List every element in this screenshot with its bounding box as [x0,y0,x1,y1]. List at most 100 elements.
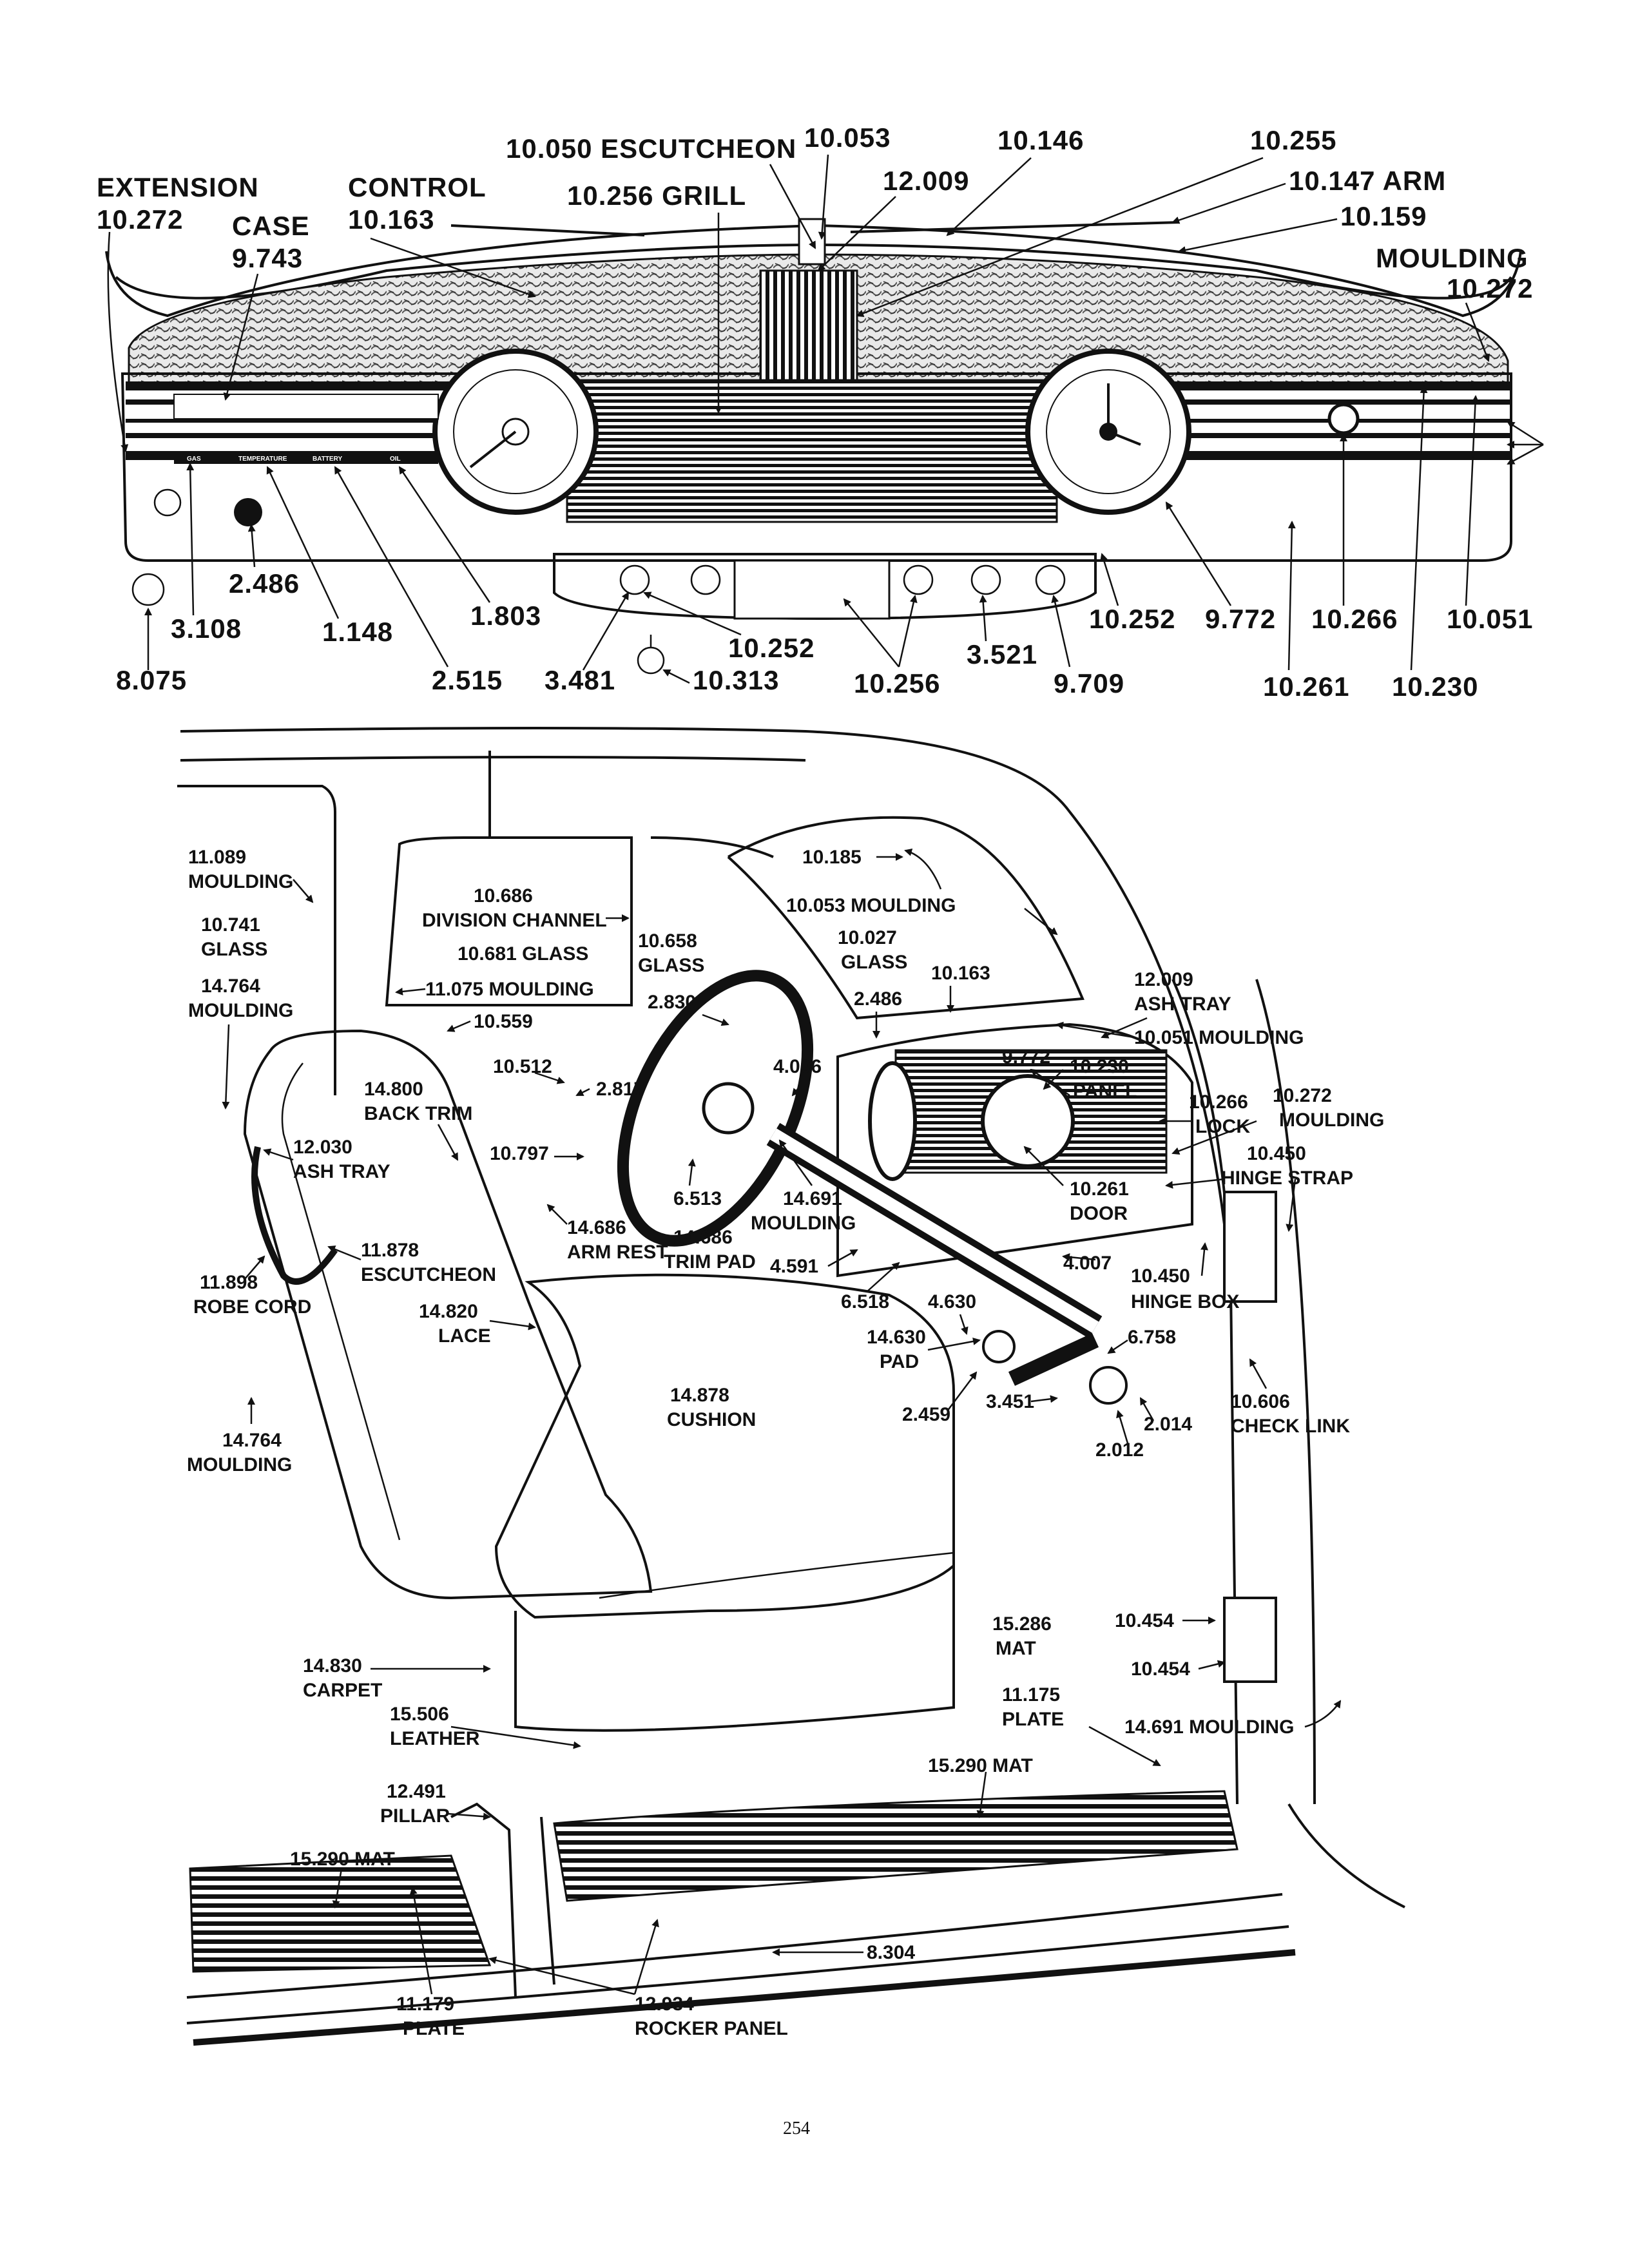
label-10266: 10.266 [1311,604,1398,634]
label-4591: 4.591 [770,1256,818,1277]
label-10256-grill: 10.256 GRILL [567,180,746,211]
label-case-num: 9.743 [232,243,303,273]
label-14830-desc: CARPET [303,1680,382,1701]
label-10454b: 10.454 [1131,1658,1190,1680]
label-10797: 10.797 [490,1143,549,1164]
label-10261: 10.261 [1070,1178,1129,1200]
label-9772: 9.772 [1002,1046,1050,1068]
label-12009: 12.009 [1134,969,1193,990]
label-6518: 6.518 [841,1291,889,1312]
label-10272: 10.272 [1273,1085,1332,1106]
label-15506-desc: LEATHER [390,1728,480,1749]
label-14764b: 14.764 [222,1430,282,1451]
label-11878: 11.878 [361,1240,419,1261]
label-moulding-num: 10.272 [1447,273,1533,303]
label-12491-desc: PILLAR [380,1805,450,1827]
body-callout-labels: 11.089 MOULDING 10.741 GLASS 14.764 MOUL… [187,847,1384,2039]
label-3451: 3.451 [986,1391,1034,1412]
label-10741: 10.741 [201,914,260,936]
label-14686b-desc: TRIM PAD [664,1251,756,1273]
label-15290a: 15.290 MAT [928,1755,1033,1776]
label-10741-desc: GLASS [201,939,267,960]
gauge-label-temperature: TEMPERATURE [238,456,287,463]
instrument-panel-drawing [105,218,1522,675]
label-9709: 9.709 [1054,668,1124,698]
label-11089: 11.089 [188,847,246,868]
label-15286-desc: MAT [996,1638,1036,1659]
label-15506: 15.506 [390,1704,449,1725]
gauge-label-battery: BATTERY [313,456,342,463]
label-10252-right: 10.252 [1089,604,1175,634]
label-10686-desc: DIVISION CHANNEL [422,910,607,931]
label-14878-desc: CUSHION [667,1409,756,1430]
label-11878-desc: ESCUTCHEON [361,1264,496,1285]
label-14878: 14.878 [670,1385,729,1406]
label-10450a: 10.450 [1247,1143,1306,1164]
dash-leader-lines [107,154,1544,684]
label-2515: 2.515 [432,665,503,695]
label-10255: 10.255 [1250,125,1336,155]
label-10606: 10.606 [1231,1391,1290,1412]
label-10686: 10.686 [474,885,533,907]
label-12009-top: 12.009 [883,166,969,196]
label-10658: 10.658 [638,930,697,952]
label-3521: 3.521 [967,639,1037,669]
label-control-num: 10.163 [348,204,434,235]
label-10230: 10.230 [1070,1056,1129,1077]
label-10450a-desc: HINGE STRAP [1221,1168,1353,1189]
label-extension-num: 10.272 [97,204,183,235]
label-10230-desc: PANEL [1073,1081,1137,1102]
label-14686b: 14.686 [673,1227,733,1248]
label-10266: 10.266 [1189,1091,1248,1113]
label-11089-desc: MOULDING [188,871,293,892]
label-10159: 10.159 [1340,201,1427,231]
label-14764a: 14.764 [201,975,260,997]
label-10185: 10.185 [802,847,862,868]
label-10313: 10.313 [693,665,779,695]
label-10163: 10.163 [931,963,990,984]
label-11075: 11.075 MOULDING [425,979,594,1000]
label-3108: 3.108 [171,613,242,644]
label-10261-desc: DOOR [1070,1203,1128,1224]
label-10261: 10.261 [1263,671,1349,702]
label-14764a-desc: MOULDING [188,1000,293,1021]
label-10053-top: 10.053 [804,122,891,153]
label-11898-desc: ROBE CORD [193,1296,311,1318]
label-10027-desc: GLASS [841,952,907,973]
label-14800-desc: BACK TRIM [364,1103,472,1124]
label-2486: 2.486 [229,568,300,599]
label-1803: 1.803 [470,601,541,631]
label-10252-left: 10.252 [728,633,815,663]
label-14691a: 14.691 [783,1188,842,1209]
label-11175: 11.175 [1002,1684,1060,1706]
label-6758: 6.758 [1128,1327,1176,1348]
label-moulding-word: MOULDING [1376,243,1528,273]
label-11179-desc: PLATE [403,2018,465,2039]
label-control-word: CONTROL [348,172,487,202]
label-14691a-desc: MOULDING [751,1213,856,1234]
label-4006: 4.006 [773,1056,822,1077]
label-12030-desc: ASH TRAY [293,1161,390,1182]
label-4630: 4.630 [928,1291,976,1312]
gauge-strip-labels: GAS TEMPERATURE BATTERY OIL [187,456,401,463]
label-10027: 10.027 [838,927,897,948]
label-11179: 11.179 [396,1994,454,2015]
body-leader-lines [222,848,1342,1995]
label-14691b: 14.691 MOULDING [1124,1716,1294,1738]
label-10454a: 10.454 [1115,1610,1174,1631]
label-10450b-desc: HINGE BOX [1131,1291,1239,1312]
label-14820-desc: LACE [438,1325,491,1347]
label-4007: 4.007 [1063,1253,1112,1274]
label-10230: 10.230 [1392,671,1478,702]
interior-view-drawing [177,727,1405,2046]
label-3481: 3.481 [545,665,615,695]
label-10681: 10.681 GLASS [458,943,588,965]
label-12934-desc: ROCKER PANEL [635,2018,788,2039]
label-1148: 1.148 [322,617,393,647]
label-10658-desc: GLASS [638,955,704,976]
label-2830: 2.830 [648,992,696,1013]
label-10053: 10.053 MOULDING [786,895,956,916]
label-2486: 2.486 [854,988,902,1010]
label-10606-desc: CHECK LINK [1231,1416,1350,1437]
